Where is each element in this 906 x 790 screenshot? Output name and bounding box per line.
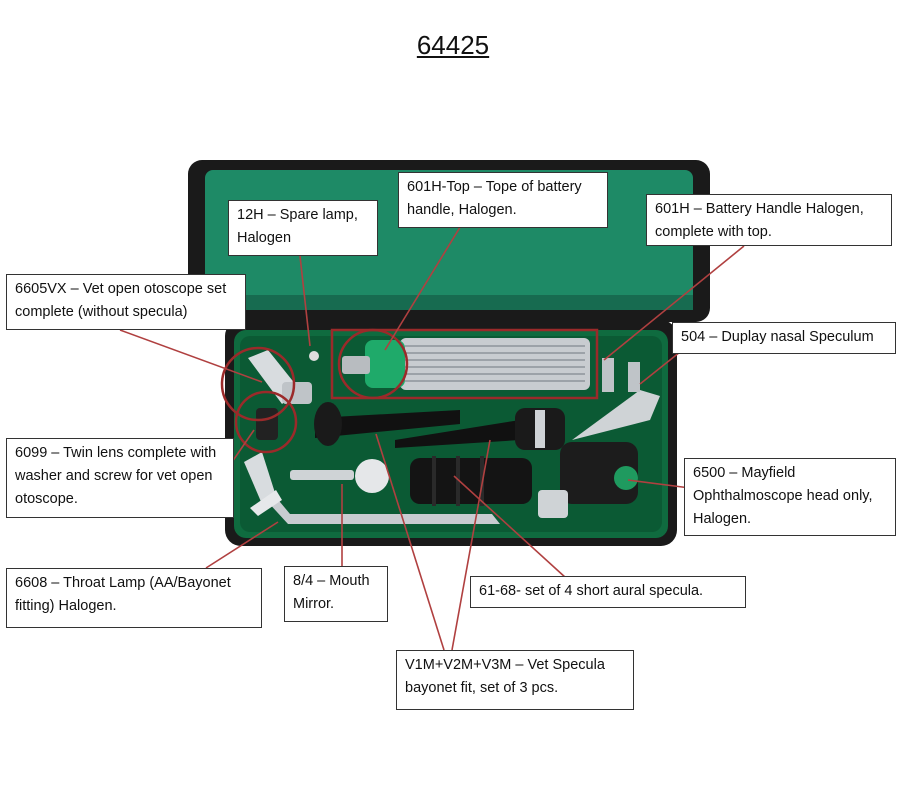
label-vet-specula: V1M+V2M+V3M – Vet Specula bayonet fit, s… — [396, 650, 634, 710]
label-mayfield: 6500 – Mayfield Ophthalmoscope head only… — [684, 458, 896, 536]
label-battery-handle: 601H – Battery Handle Halogen, complete … — [646, 194, 892, 246]
label-throat-lamp: 6608 – Throat Lamp (AA/Bayonet fitting) … — [6, 568, 262, 628]
battery-handle — [342, 338, 590, 390]
label-twin-lens: 6099 – Twin lens complete with washer an… — [6, 438, 234, 518]
label-aural-specula: 61-68- set of 4 short aural specula. — [470, 576, 746, 608]
mouth-mirror — [290, 459, 389, 493]
twin-lens — [256, 408, 278, 440]
throat-lamp — [244, 452, 500, 524]
label-mouth-mirror: 8/4 – Mouth Mirror. — [284, 566, 388, 622]
vet-specula — [314, 402, 565, 450]
pointer-lines — [119, 223, 745, 651]
nasal-speculum — [572, 358, 660, 440]
vet-otoscope — [248, 350, 319, 404]
label-nasal-speculum: 504 – Duplay nasal Speculum — [672, 322, 896, 354]
page-title: 64425 — [416, 30, 490, 60]
label-spare-lamp: 12H – Spare lamp, Halogen — [228, 200, 378, 256]
label-vet-otoscope: 6605VX – Vet open otoscope set complete … — [6, 274, 246, 330]
aural-specula — [410, 456, 532, 506]
label-battery-top: 601H-Top – Tope of battery handle, Halog… — [398, 172, 608, 228]
ophthalmoscope-head — [538, 442, 638, 518]
highlight-marks — [220, 328, 599, 454]
